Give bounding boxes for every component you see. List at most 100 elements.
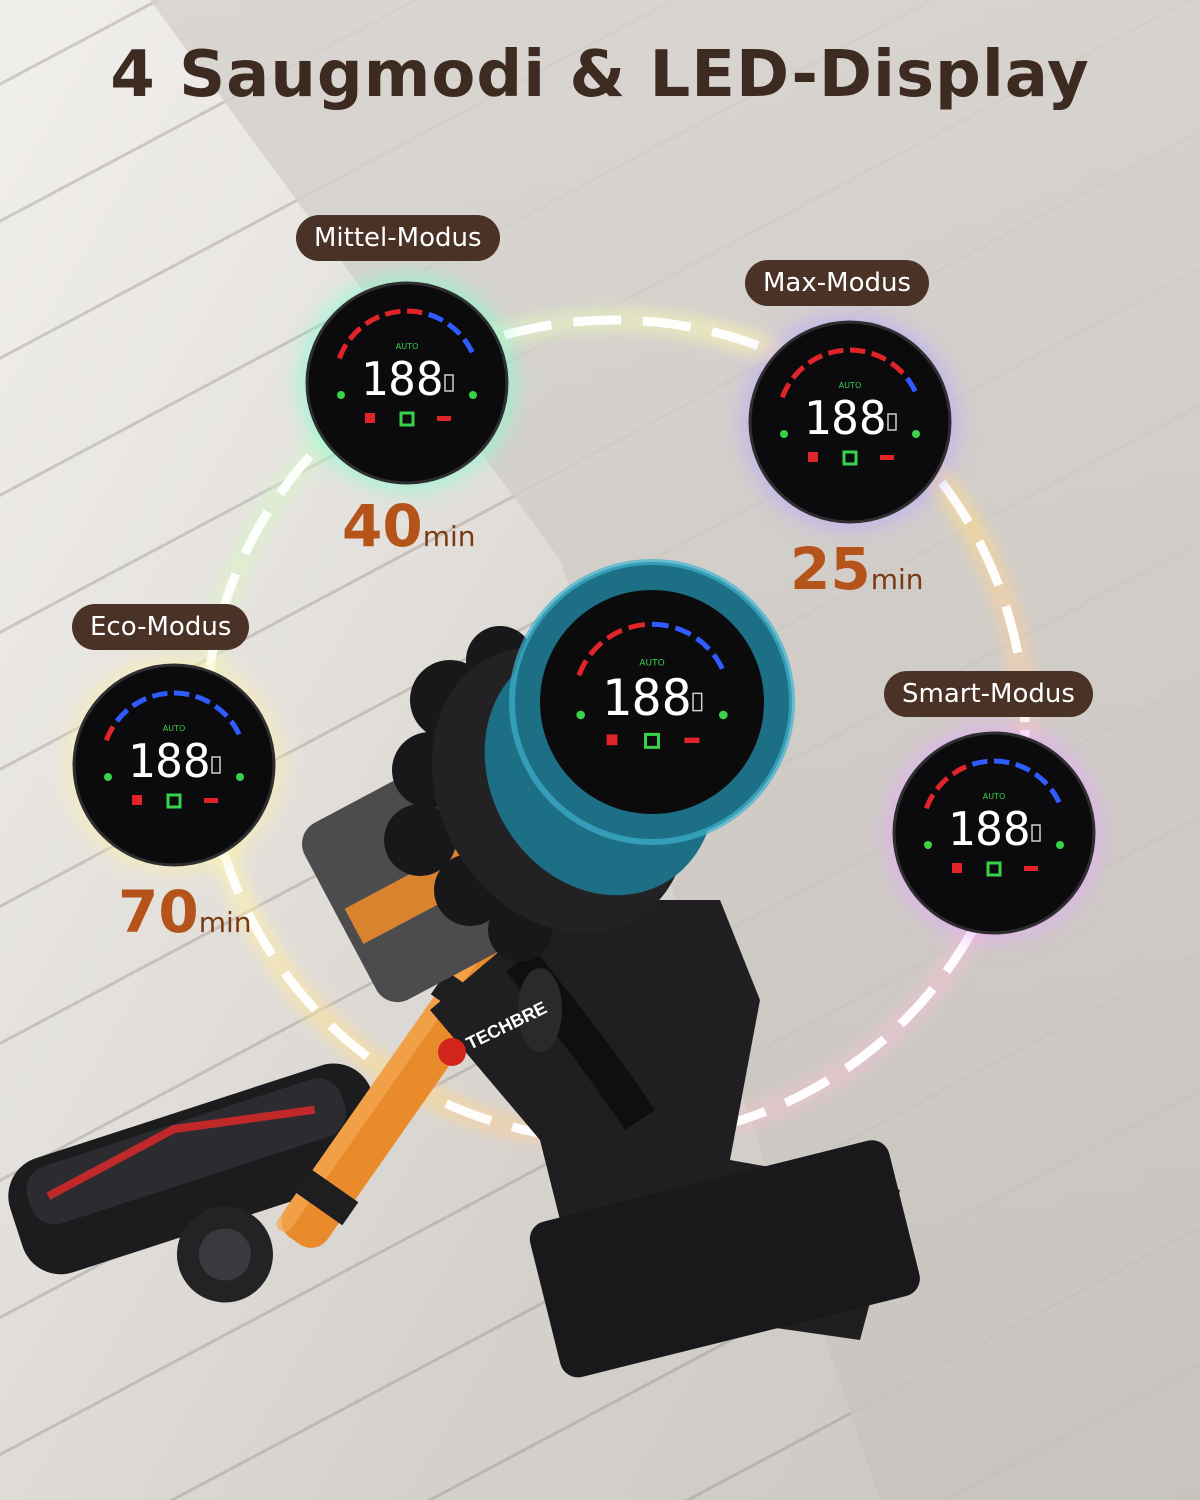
display-arc-segment bbox=[971, 758, 988, 767]
display-auto-label: AUTO bbox=[983, 792, 1006, 801]
bin-icon bbox=[808, 452, 818, 462]
display-auto-label: AUTO bbox=[839, 381, 862, 390]
fan-left-icon bbox=[924, 841, 932, 849]
battery-icon bbox=[444, 374, 454, 392]
fan-right-icon bbox=[718, 710, 728, 720]
battery-icon bbox=[1031, 824, 1041, 842]
bin-icon bbox=[952, 863, 962, 873]
display-arc-segment bbox=[1049, 787, 1062, 804]
fan-right-icon bbox=[1056, 841, 1064, 849]
brush-icon bbox=[684, 737, 700, 744]
runtime-max-value: 25 bbox=[790, 535, 871, 603]
bin-icon bbox=[365, 413, 375, 423]
display-arc-segment bbox=[588, 640, 604, 657]
mode-label-mittel: Mittel-Modus bbox=[296, 215, 500, 261]
display-arc-segment bbox=[923, 793, 936, 810]
display-arc-segment bbox=[605, 627, 623, 641]
display-arc-segment bbox=[711, 653, 725, 670]
display-digits: 188 bbox=[803, 391, 886, 445]
display-arc-segment bbox=[695, 636, 711, 651]
battery-icon bbox=[692, 692, 703, 712]
display-auto-label: AUTO bbox=[639, 658, 664, 668]
fan-right-icon bbox=[236, 773, 244, 781]
display-arc-segment bbox=[993, 758, 1010, 766]
runtime-eco-unit: min bbox=[198, 906, 252, 939]
runtime-eco-value: 70 bbox=[118, 878, 199, 946]
display-auto-label: AUTO bbox=[396, 342, 419, 351]
display-arc-segment bbox=[627, 622, 646, 631]
display-arc-segment bbox=[462, 337, 475, 354]
display-arc-segment bbox=[384, 308, 401, 317]
display-arc-segment bbox=[905, 376, 918, 393]
display-arc-segment bbox=[779, 382, 792, 399]
brush-icon bbox=[880, 455, 894, 460]
display-arc-segment bbox=[213, 703, 229, 718]
display-arc-segment bbox=[674, 625, 692, 637]
display-arc-segment bbox=[427, 311, 444, 323]
display-digits: 188 bbox=[601, 669, 691, 727]
bin-icon bbox=[132, 795, 142, 805]
runtime-max-unit: min bbox=[870, 563, 924, 596]
display-arc-segment bbox=[194, 693, 211, 705]
bin-icon bbox=[606, 734, 618, 746]
brush-icon bbox=[437, 416, 451, 421]
display-digits: 188 bbox=[947, 802, 1030, 856]
mode-label-smart: Smart-Modus bbox=[884, 671, 1093, 717]
display-arc-segment bbox=[889, 360, 905, 375]
display-arc-segment bbox=[446, 321, 462, 336]
fan-left-icon bbox=[780, 430, 788, 438]
display-arc-segment bbox=[364, 314, 381, 327]
display-arc-segment bbox=[347, 326, 363, 341]
display-arc-segment bbox=[114, 708, 130, 723]
display-arc-segment bbox=[229, 719, 242, 736]
display-arc-segment bbox=[173, 690, 190, 698]
brush-icon bbox=[1024, 866, 1038, 871]
brush-icon bbox=[204, 798, 218, 803]
fan-left-icon bbox=[337, 391, 345, 399]
display-arc-segment bbox=[336, 343, 349, 360]
filter-icon bbox=[399, 411, 415, 427]
filter-icon bbox=[842, 450, 858, 466]
display-arc-segment bbox=[131, 696, 148, 709]
filter-icon bbox=[166, 793, 182, 809]
mode-label-max: Max-Modus bbox=[745, 260, 930, 306]
display-arc-segment bbox=[934, 776, 950, 791]
display-digits: 188 bbox=[360, 352, 443, 406]
filter-icon bbox=[644, 732, 660, 749]
mode-label-eco: Eco-Modus bbox=[72, 604, 250, 650]
display-digits: 188 bbox=[127, 734, 210, 788]
fan-right-icon bbox=[469, 391, 477, 399]
display-arc-segment bbox=[1014, 761, 1031, 773]
display-arc-segment bbox=[651, 621, 670, 629]
runtime-eco: 70min bbox=[118, 878, 252, 946]
display-arc-segment bbox=[1033, 771, 1049, 786]
fan-left-icon bbox=[104, 773, 112, 781]
display-arc-segment bbox=[576, 659, 589, 677]
display-arc-segment bbox=[849, 347, 866, 355]
runtime-max: 25min bbox=[790, 535, 924, 603]
display-auto-label: AUTO bbox=[163, 724, 186, 733]
page-title: 4 Saugmodi & LED-Display bbox=[110, 38, 1090, 112]
display-arc-segment bbox=[406, 308, 423, 316]
battery-icon bbox=[887, 413, 897, 431]
runtime-mittel: 40min bbox=[342, 492, 476, 560]
display-arc-segment bbox=[151, 690, 168, 699]
display-arc-segment bbox=[870, 350, 887, 362]
display-arc-segment bbox=[807, 353, 824, 366]
display-arc-segment bbox=[951, 764, 968, 777]
fan-right-icon bbox=[912, 430, 920, 438]
filter-icon bbox=[986, 861, 1002, 877]
runtime-mittel-unit: min bbox=[422, 520, 476, 553]
battery-icon bbox=[211, 756, 221, 774]
display-arc-segment bbox=[790, 365, 806, 380]
runtime-mittel-value: 40 bbox=[342, 492, 423, 560]
fan-left-icon bbox=[576, 710, 586, 720]
display-arc-segment bbox=[103, 725, 116, 742]
display-arc-segment bbox=[827, 347, 844, 356]
